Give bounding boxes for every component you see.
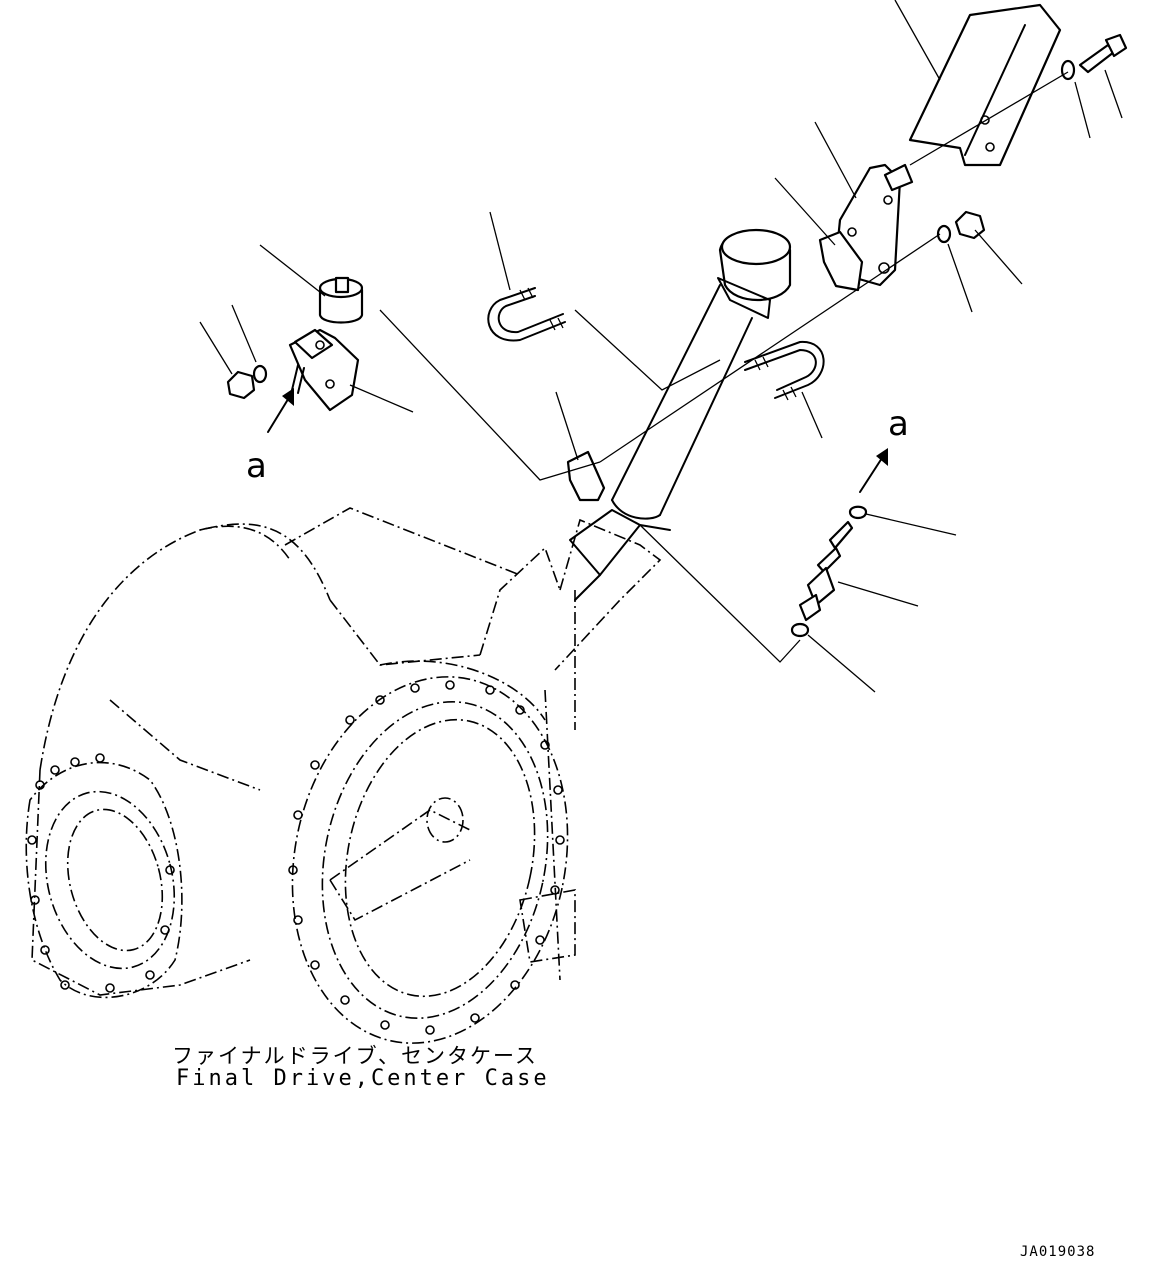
caption-japanese: ファイナルドライブ、センタケース (172, 1044, 538, 1068)
rubber-mount (318, 276, 364, 324)
bolt-top-right (1078, 33, 1128, 74)
clamp-upper (818, 230, 864, 292)
nut-left (226, 370, 256, 400)
washer-mid-right (936, 224, 952, 244)
clip-upper (848, 505, 868, 520)
guard-plate (908, 3, 1062, 167)
u-bolt-left (487, 287, 566, 342)
clip-lower (790, 622, 810, 638)
caption-english: Final Drive,Center Case (176, 1066, 550, 1091)
assembly-lines (379, 71, 1069, 663)
breather-tube (569, 284, 753, 601)
washer-left (252, 364, 268, 384)
breather-cap (717, 228, 792, 319)
view-marker-left: a (246, 446, 267, 486)
nut-mid-right (954, 210, 986, 240)
clamp-lower (566, 450, 606, 502)
arrow-right-icon (859, 448, 888, 493)
drawing-id: JA019038 (1020, 1244, 1096, 1260)
right-flange (288, 676, 569, 1044)
view-marker-right: a (888, 404, 909, 444)
leader-lines (199, 0, 1123, 693)
washer-top-right (1060, 59, 1076, 81)
left-flange (25, 753, 183, 999)
u-bolt-right (744, 340, 825, 401)
arrow-left-icon (267, 388, 294, 433)
left-bracket (288, 328, 360, 412)
drain-pipe (798, 520, 854, 622)
center-case-housing (31, 507, 662, 996)
